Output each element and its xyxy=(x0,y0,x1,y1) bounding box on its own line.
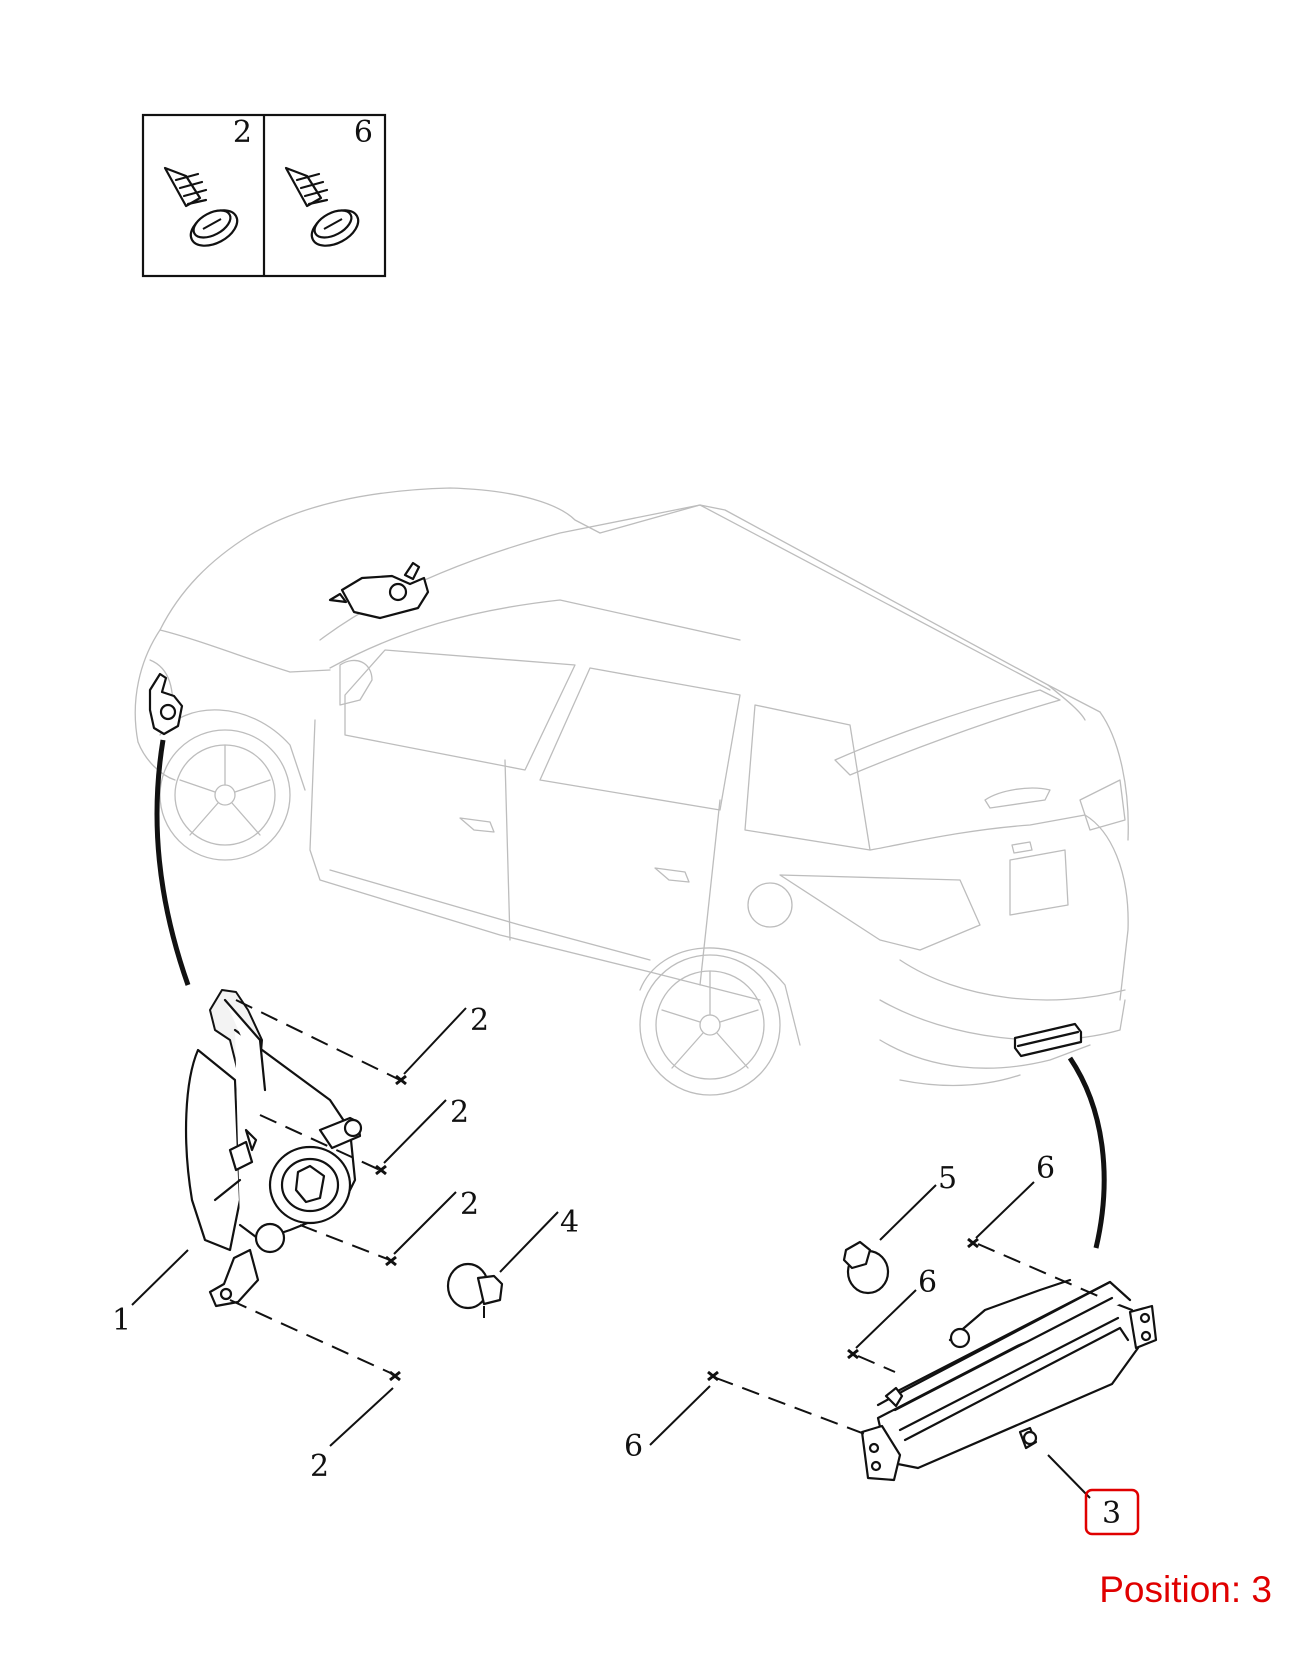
headlamp-module-on-vehicle xyxy=(328,561,430,620)
callout-2-top[interactable]: 2 xyxy=(470,1003,489,1038)
fastener-marker xyxy=(375,1074,407,1382)
legend-label-6: 6 xyxy=(354,115,373,150)
callout-3[interactable]: 3 xyxy=(1102,1496,1121,1531)
fog-lamp-on-vehicle-front xyxy=(148,672,184,736)
callout-2-low[interactable]: 2 xyxy=(460,1187,479,1222)
callout-6-mid[interactable]: 6 xyxy=(918,1265,937,1300)
screw-icon xyxy=(163,166,239,247)
callout-6-left[interactable]: 6 xyxy=(624,1429,643,1464)
rear-leader-arc xyxy=(1067,1056,1107,1249)
screw-icon xyxy=(284,166,360,247)
reverse-lamp-bulb xyxy=(842,1240,890,1295)
front-leader-arc xyxy=(154,739,191,986)
callout-4[interactable]: 4 xyxy=(560,1205,579,1240)
fog-lamp-bulb xyxy=(446,1262,504,1318)
fastener-marker xyxy=(707,1237,979,1382)
rear-lamp-on-vehicle xyxy=(1013,1022,1083,1058)
fastener-legend-box: 2 6 xyxy=(141,113,387,278)
legend-label-2: 2 xyxy=(233,115,252,150)
callout-6-top[interactable]: 6 xyxy=(1036,1151,1055,1186)
callout-2-bottom[interactable]: 2 xyxy=(310,1449,329,1484)
rear-lamp-assembly xyxy=(860,1278,1158,1482)
front-fog-lamp-assembly xyxy=(184,989,363,1308)
position-label: Position: 3 xyxy=(1099,1569,1272,1610)
callout-1[interactable]: 1 xyxy=(112,1303,131,1338)
selected-callout-highlight xyxy=(1084,1488,1140,1536)
suv-vehicle-outline xyxy=(134,487,1129,1096)
callout-2-mid[interactable]: 2 xyxy=(450,1095,469,1130)
callout-5[interactable]: 5 xyxy=(938,1161,957,1196)
